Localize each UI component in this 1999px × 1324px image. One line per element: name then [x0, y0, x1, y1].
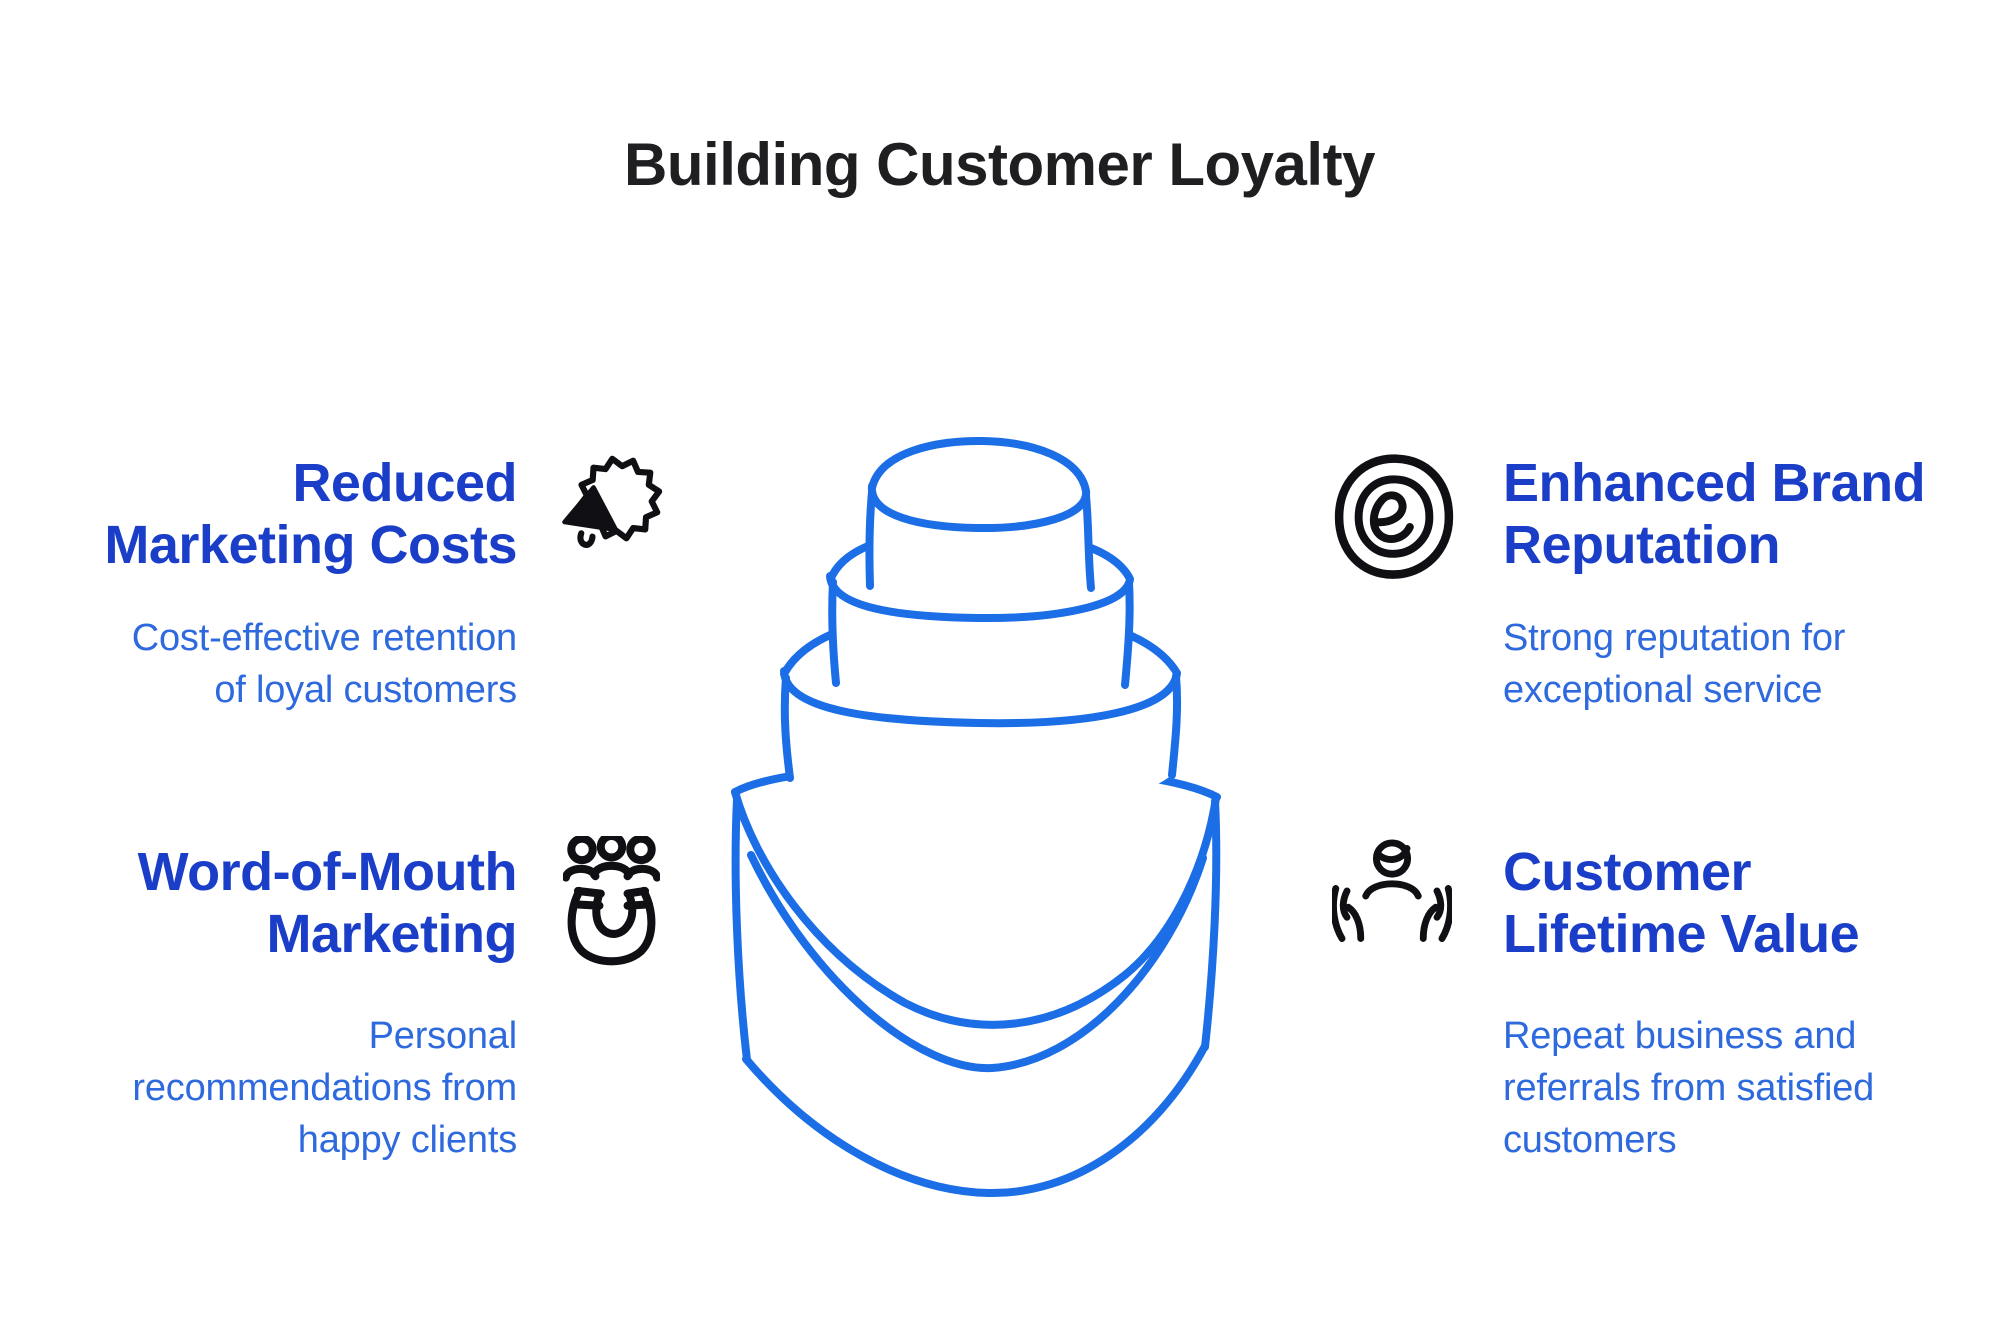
- section-heading: Word-of-Mouth Marketing: [137, 842, 518, 964]
- cake-tier-top: [865, 436, 1095, 609]
- section-heading: Reduced Marketing Costs: [104, 453, 517, 575]
- cake-illustration: [720, 425, 1250, 1215]
- emblem-e-icon: [1333, 452, 1455, 580]
- megaphone-burst-icon: [560, 450, 672, 574]
- section-description: Cost-effective retention of loyal custom…: [131, 617, 517, 711]
- section-description: Strong reputation for exceptional servic…: [1503, 617, 1846, 711]
- cake-tier-bottom: [731, 762, 1221, 1198]
- person-cupped-hands-icon: [1332, 838, 1452, 964]
- section-heading: Enhanced Brand Reputation: [1503, 453, 1926, 575]
- section-heading: Customer Lifetime Value: [1503, 842, 1860, 964]
- people-magnet-icon: [563, 836, 660, 966]
- page-title: Building Customer Loyalty: [624, 131, 1375, 198]
- section-description: Personal recommendations from happy clie…: [132, 1015, 517, 1161]
- section-description: Repeat business and referrals from satis…: [1503, 1015, 1875, 1161]
